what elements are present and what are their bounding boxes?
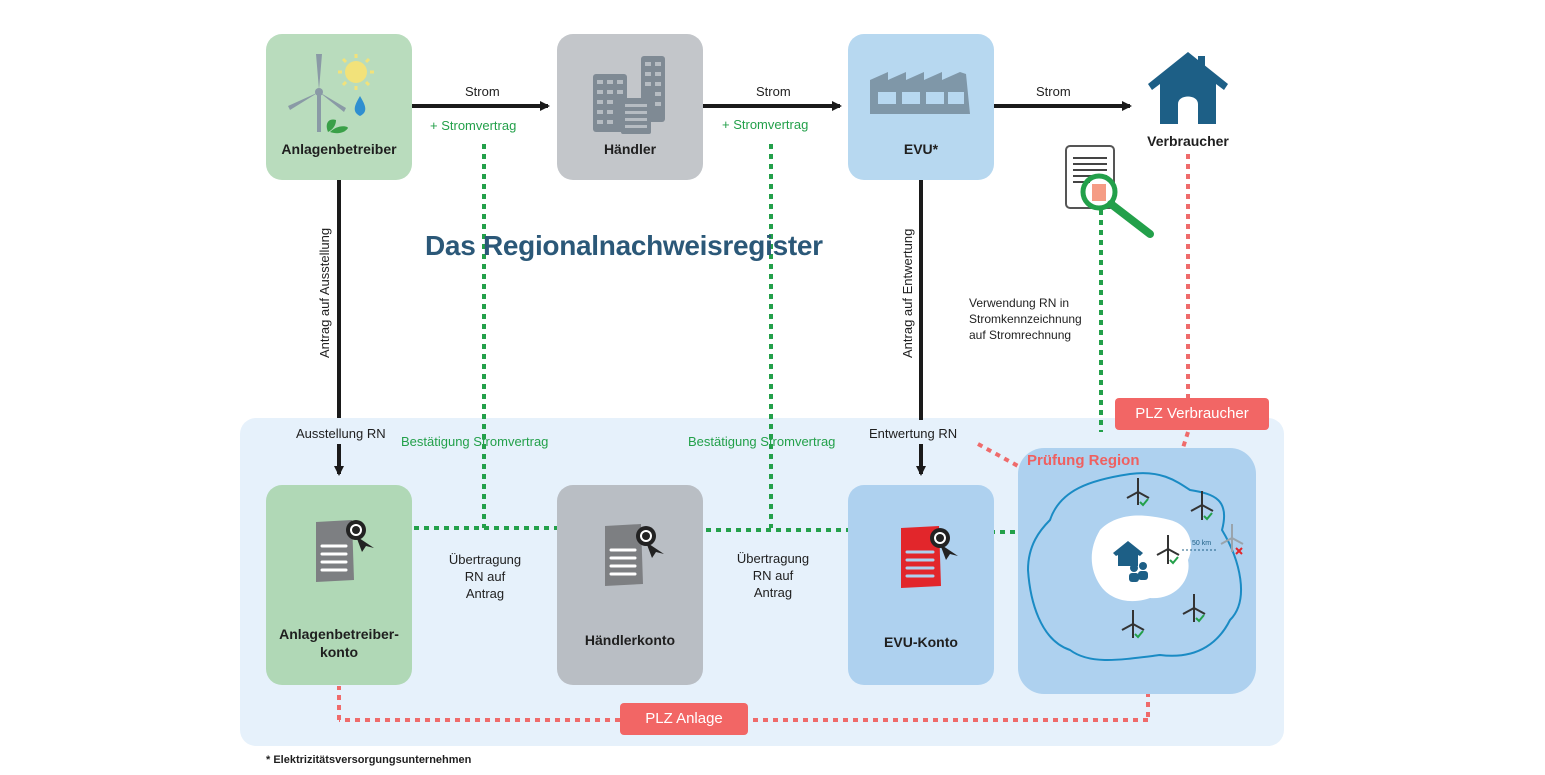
account-haendler: Händlerkonto xyxy=(557,485,703,685)
distance-label: 50 km xyxy=(1192,540,1212,547)
label-ausstellung-rn: Ausstellung RN xyxy=(296,426,386,441)
factory-icon xyxy=(870,72,970,114)
home-icon xyxy=(1113,541,1148,582)
cross-icon xyxy=(1235,547,1243,555)
plz-anlage-badge: PLZ Anlage xyxy=(620,703,748,735)
certificate-icon-cancelled xyxy=(901,526,958,588)
label-bestaetigung-stromvertrag: Bestätigung Stromvertrag xyxy=(401,434,549,449)
transfer-label-line: Übertragung xyxy=(448,552,522,567)
flow-label-stromvertrag: + Stromvertrag xyxy=(722,117,809,132)
flow-label-strom: Strom xyxy=(465,84,500,99)
request-arrow xyxy=(334,180,926,476)
check-icon xyxy=(1134,498,1213,639)
leaf-icon xyxy=(326,119,348,134)
actor-evu: EVU* xyxy=(848,34,994,180)
transfer-label-line: Antrag xyxy=(753,585,793,600)
certificate-icon xyxy=(605,524,664,586)
footnote: * Elektrizitätsversorgungsunternehmen xyxy=(266,754,472,766)
contract-dashed-line xyxy=(394,144,1103,535)
label-bestaetigung-stromvertrag: Bestätigung Stromvertrag xyxy=(688,434,836,449)
wind-turbine-icon xyxy=(288,54,346,132)
transfer-label-line: RN auf xyxy=(752,568,794,583)
region-boundary xyxy=(1026,472,1242,661)
certificate-icon xyxy=(316,520,374,582)
account-label: konto xyxy=(319,644,359,660)
local-area xyxy=(1091,515,1191,602)
actor-label: Händler xyxy=(603,141,657,157)
transfer-label-line: Antrag xyxy=(465,586,505,601)
wind-turbine-excluded-icon xyxy=(1220,524,1244,552)
flow-label-strom: Strom xyxy=(756,84,791,99)
region-check-label: Prüfung Region xyxy=(1027,452,1140,469)
sun-icon xyxy=(338,54,374,90)
water-drop-icon xyxy=(354,96,366,116)
office-buildings-icon xyxy=(593,56,665,134)
house-icon xyxy=(1148,52,1228,124)
flow-label-stromvertrag: + Stromvertrag xyxy=(430,118,517,133)
transfer-label-line: Übertragung xyxy=(736,551,810,566)
actor-verbraucher: Verbraucher xyxy=(1147,133,1229,149)
plz-verbraucher-badge: PLZ Verbraucher xyxy=(1115,398,1269,430)
usage-note-line: Verwendung RN in xyxy=(969,296,1070,310)
account-label: EVU-Konto xyxy=(884,634,958,650)
account-anlagenbetreiber: Anlagenbetreiber- konto xyxy=(266,485,412,685)
account-label: Händlerkonto xyxy=(584,632,676,648)
usage-note-line: auf Stromrechnung xyxy=(969,328,1072,342)
actor-label: EVU* xyxy=(903,141,939,157)
account-label: Anlagenbetreiber- xyxy=(279,626,399,642)
usage-note-line: Stromkennzeichnung xyxy=(969,312,1082,326)
actor-haendler: Händler xyxy=(557,34,703,180)
label-entwertung-rn: Entwertung RN xyxy=(869,426,958,441)
diagram-title: Das Regionalnachweisregister xyxy=(425,230,823,261)
document-magnifier-icon xyxy=(1065,145,1154,238)
wind-turbine-ok-icon xyxy=(1121,478,1214,638)
actor-anlagenbetreiber: Anlagenbetreiber xyxy=(266,34,412,180)
transfer-label-line: RN auf xyxy=(464,569,506,584)
flow-label-strom: Strom xyxy=(1036,84,1071,99)
actor-label: Anlagenbetreiber xyxy=(281,141,397,157)
renewable-energy-icon xyxy=(288,54,374,134)
